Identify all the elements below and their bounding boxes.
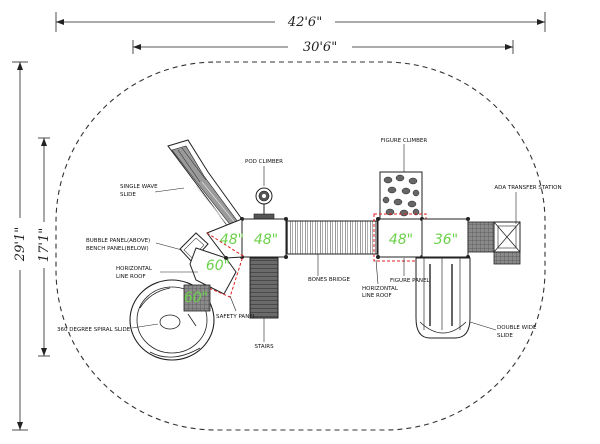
horizontal-roof-left-label: HORIZONTAL xyxy=(116,266,153,272)
deck-size-label: 48" xyxy=(389,232,413,248)
horizontal-roof-left-label: LINE ROOF xyxy=(116,274,146,280)
overall-width-label: 42'6" xyxy=(287,15,322,30)
overall-depth-label: 29'1" xyxy=(13,227,28,262)
double-wide-slide xyxy=(415,257,471,339)
deck-36 xyxy=(421,217,470,259)
ada-transfer-label: ADA TRANSFER STATION xyxy=(494,185,561,191)
figure-climber xyxy=(379,171,423,220)
pod-climber xyxy=(253,187,275,220)
horizontal-roof-right-label: HORIZONTAL xyxy=(362,286,399,292)
figure-climber-label: FIGURE CLIMBER xyxy=(381,138,428,144)
bones-bridge-label: BONES BRIDGE xyxy=(308,277,351,283)
deck-angled-48 xyxy=(206,218,243,259)
safety-panel-label: SAFETY PANEL xyxy=(216,314,257,320)
overall-width-dimension: 42'6" xyxy=(55,12,546,32)
use-zone-outline xyxy=(55,61,546,431)
double-wide-slide-label: DOUBLE WIDE xyxy=(497,325,537,331)
deck-size-label: 60" xyxy=(184,290,208,306)
inner-width-label: 30'6" xyxy=(303,40,337,55)
spiral-slide xyxy=(129,279,215,361)
deck-size-label: 60" xyxy=(206,258,230,274)
stairs-label: STAIRS xyxy=(254,344,274,350)
double-wide-slide-label: SLIDE xyxy=(497,333,513,339)
deck-size-label: 48" xyxy=(254,232,278,248)
leader-lines xyxy=(131,144,517,342)
figure-panel-label: FIGURE PANEL xyxy=(390,278,430,284)
bones-bridge xyxy=(286,220,378,255)
inner-depth-dimension: 17'1" xyxy=(34,137,54,357)
pod-climber-label: POD CLIMBER xyxy=(245,159,283,165)
bubble-panel-label: BUBBLE PANEL(ABOVE) xyxy=(86,238,150,244)
overall-depth-dimension: 29'1" xyxy=(9,61,31,431)
deck-size-label: 36" xyxy=(434,232,458,248)
inner-depth-label: 17'1" xyxy=(37,228,52,262)
single-wave-slide-label: SLIDE xyxy=(120,192,136,198)
spiral-slide-label: 360 DEGREE SPIRAL SLIDE xyxy=(57,327,131,333)
horizontal-roof-left xyxy=(203,232,244,298)
inner-width-dimension: 30'6" xyxy=(132,38,514,55)
stairs xyxy=(249,257,279,319)
horizontal-roof-right-label: LINE ROOF xyxy=(362,293,392,299)
ada-transfer-station xyxy=(467,221,521,265)
single-wave-slide xyxy=(167,139,245,233)
bubble-panel xyxy=(179,232,209,263)
single-wave-slide-label: SINGLE WAVE xyxy=(120,184,158,190)
bench-panel-label: BENCH PANEL(BELOW) xyxy=(86,246,149,252)
deck-size-label: 48" xyxy=(220,232,244,248)
